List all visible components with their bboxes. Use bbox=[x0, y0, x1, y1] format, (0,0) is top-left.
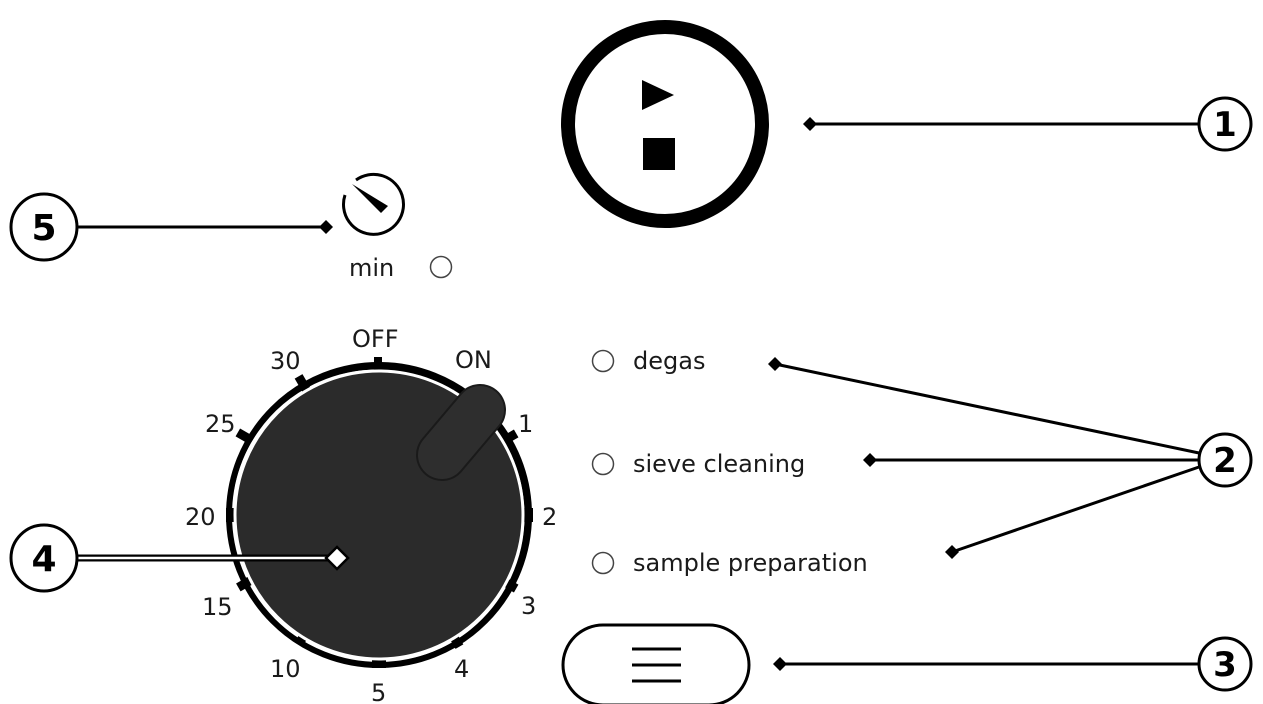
svg-text:3: 3 bbox=[1213, 645, 1237, 685]
mode-list: degas sieve cleaning sample preparation bbox=[591, 347, 868, 577]
dial-label-5: 5 bbox=[371, 679, 386, 704]
dial-label-3: 3 bbox=[521, 592, 536, 620]
mode-label-degas: degas bbox=[633, 347, 705, 375]
callout-leader-4 bbox=[78, 545, 350, 571]
stopwatch-icon bbox=[342, 172, 405, 236]
callout-3: 3 bbox=[1197, 636, 1253, 692]
callout-leaders bbox=[78, 117, 1200, 671]
svg-text:1: 1 bbox=[1213, 105, 1237, 145]
callout-1: 1 bbox=[1197, 96, 1253, 152]
mode-sample-preparation: sample preparation bbox=[591, 549, 868, 577]
mode-degas: degas bbox=[591, 347, 705, 375]
mode-label-sample-preparation: sample preparation bbox=[633, 549, 868, 577]
svg-text:5: 5 bbox=[31, 208, 56, 249]
dial-label-2: 2 bbox=[542, 503, 557, 531]
dial-on-label: ON bbox=[455, 346, 492, 374]
play-stop-icon bbox=[642, 80, 675, 170]
dial-label-30: 30 bbox=[270, 347, 301, 375]
dial-label-4: 4 bbox=[454, 655, 469, 683]
callout-4: 4 bbox=[9, 523, 79, 593]
dial-label-1: 1 bbox=[518, 410, 533, 438]
svg-text:4: 4 bbox=[31, 539, 56, 580]
timer-dial[interactable] bbox=[226, 357, 533, 668]
dial-label-25: 25 bbox=[205, 410, 236, 438]
dial-label-15: 15 bbox=[202, 593, 233, 621]
svg-text:2: 2 bbox=[1213, 441, 1237, 481]
menu-button[interactable] bbox=[561, 623, 751, 704]
dial-label-20: 20 bbox=[185, 503, 216, 531]
mode-sieve-cleaning: sieve cleaning bbox=[591, 450, 805, 478]
callout-2: 2 bbox=[1197, 432, 1253, 488]
dial-off-label: OFF bbox=[352, 325, 399, 353]
callout-5: 5 bbox=[9, 192, 79, 262]
timer-indicator-led bbox=[429, 255, 453, 279]
start-stop-button[interactable] bbox=[561, 20, 769, 228]
mode-label-sieve-cleaning: sieve cleaning bbox=[633, 450, 805, 478]
hamburger-menu-icon bbox=[632, 647, 681, 683]
timer-unit-label: min bbox=[349, 254, 394, 282]
dial-label-10: 10 bbox=[270, 655, 301, 683]
